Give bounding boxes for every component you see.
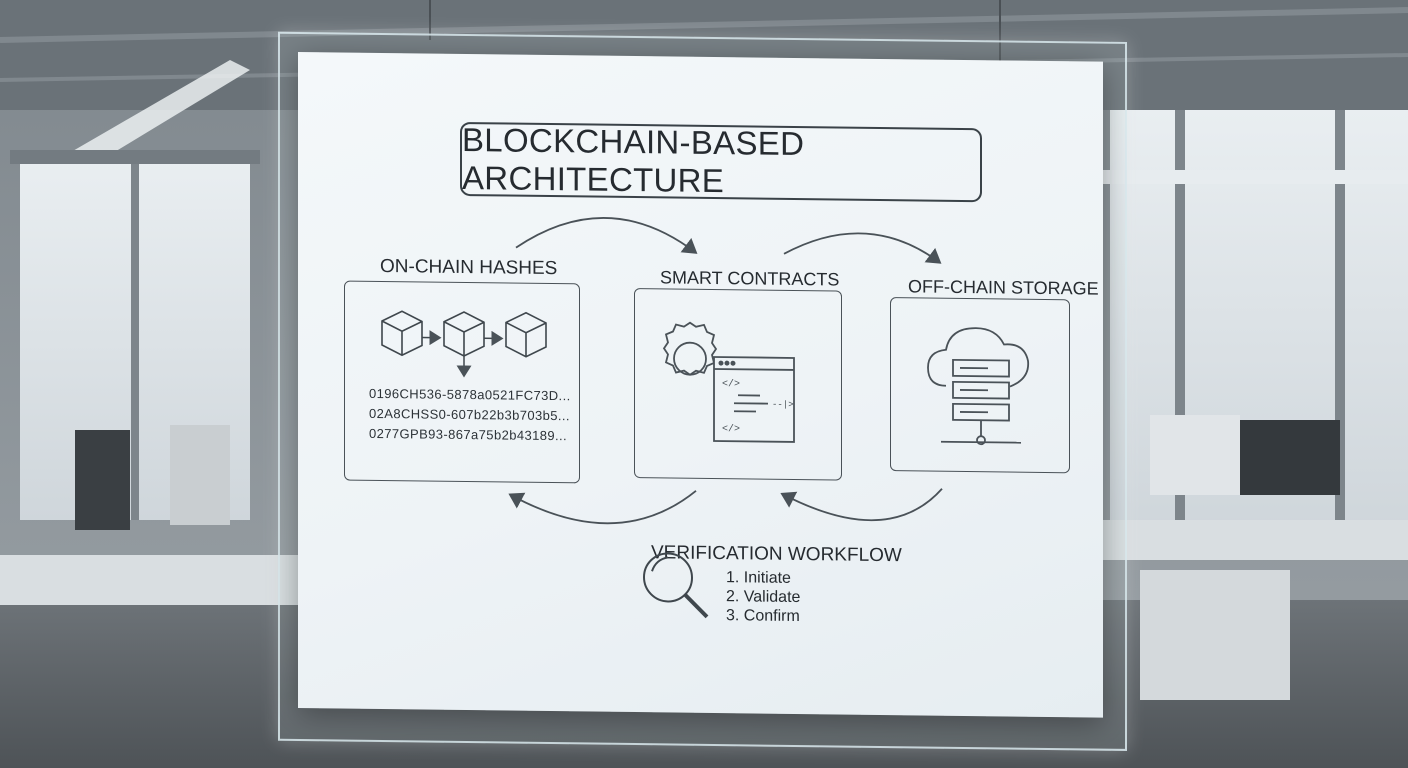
cloud-server-icon xyxy=(927,327,1030,446)
svg-text:</>: </> xyxy=(722,378,740,390)
diagram-graphics: </> --|> </> xyxy=(381,217,1030,619)
cube-icon xyxy=(443,311,485,357)
flow-arrows xyxy=(508,217,943,525)
gear-code-window-icon: </> --|> </> xyxy=(662,321,795,443)
svg-text:--|>: --|> xyxy=(772,400,794,410)
board-surface: BLOCKCHAIN-BASED ARCHITECTURE ON-CHAIN H… xyxy=(298,52,1103,718)
chain-link-arrows xyxy=(422,330,504,378)
cube-icon xyxy=(505,311,547,358)
cube-icon xyxy=(381,310,423,357)
magnifier-icon xyxy=(643,552,709,619)
svg-text:</>: </> xyxy=(722,423,740,435)
diagram-board: BLOCKCHAIN-BASED ARCHITECTURE ON-CHAIN H… xyxy=(278,31,1127,751)
